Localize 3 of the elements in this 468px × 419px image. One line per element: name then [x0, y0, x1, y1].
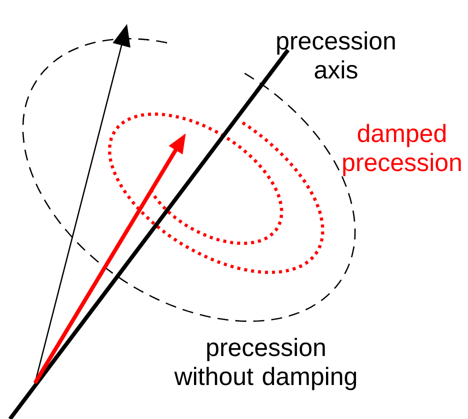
label: damped precession	[343, 124, 461, 176]
label: precession axis	[277, 31, 395, 79]
label: precession without damping	[174, 338, 356, 390]
